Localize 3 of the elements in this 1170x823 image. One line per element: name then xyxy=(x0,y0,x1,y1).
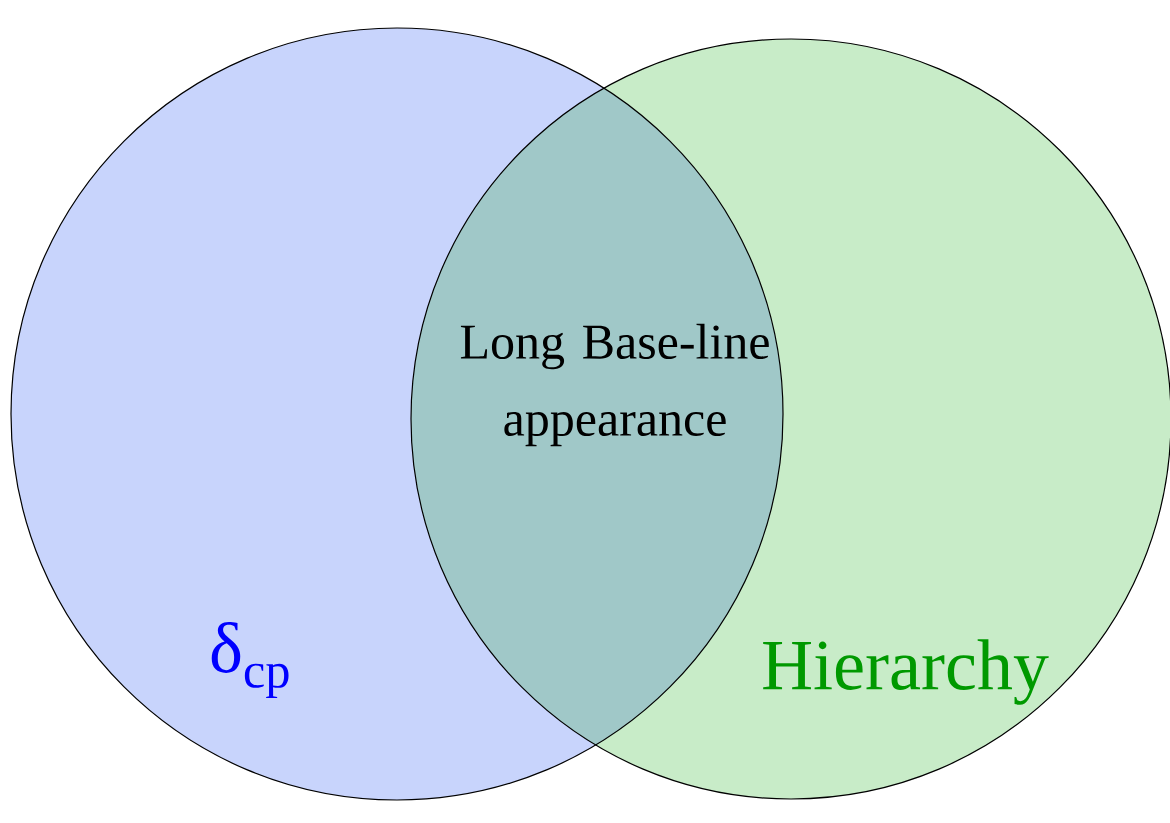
circle-label: δ$_{cp}$ xyxy=(211,621,289,699)
circle-label: Hierarchy xyxy=(763,639,1049,705)
overlap-label: Long Base-line appearance xyxy=(460,323,769,447)
